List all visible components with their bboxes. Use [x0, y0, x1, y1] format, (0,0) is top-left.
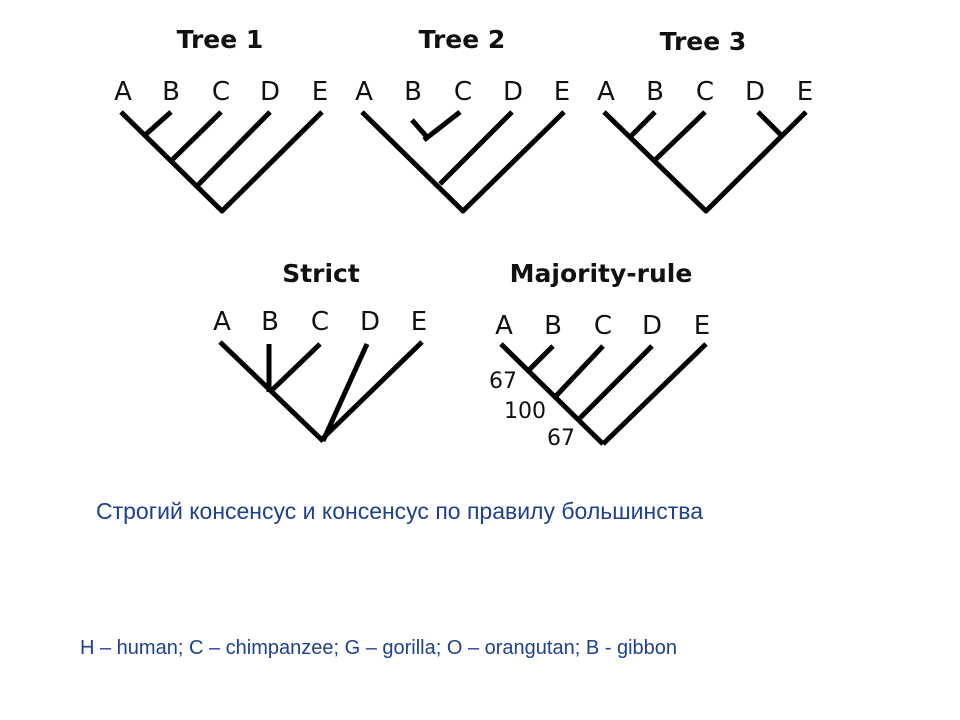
tree-3: Tree 3 A B C D E [597, 27, 813, 214]
tree-1-title: Tree 1 [177, 25, 264, 54]
tree-3-branch-d [756, 110, 784, 138]
strict-leaf-d: D [360, 307, 380, 337]
majority-branch-a [499, 342, 605, 446]
tree-2-leaf-a: A [355, 77, 373, 107]
majority-leaf-b: B [544, 311, 562, 341]
support-value-1: 67 [489, 369, 517, 394]
tree-3-leaf-d: D [745, 77, 765, 107]
strict-consensus-tree: Strict A B C D E [213, 259, 427, 443]
majority-leaf-c: C [594, 311, 612, 341]
tree-1-leaf-e: E [312, 77, 328, 107]
figure-caption: Строгий консенсус и консенсус по правилу… [96, 498, 704, 524]
support-value-3: 67 [547, 426, 575, 451]
tree-3-branch-c [653, 110, 707, 162]
strict-branch-c [268, 342, 322, 394]
majority-leaf-e: E [694, 311, 710, 341]
tree-2-branch-d [438, 110, 514, 186]
majority-leaf-d: D [642, 311, 662, 341]
tree-2-leaf-c: C [454, 77, 472, 107]
tree-1-leaf-d: D [260, 77, 280, 107]
tree-3-branch-b [629, 110, 657, 138]
majority-leaf-a: A [495, 311, 513, 341]
tree-3-leaf-c: C [696, 77, 714, 107]
tree-3-branch-e [703, 110, 808, 214]
tree-2-branch-a [360, 110, 466, 214]
species-legend: H – human; C – chimpanzee; G – gorilla; … [80, 637, 678, 659]
tree-3-title: Tree 3 [660, 27, 747, 56]
tree-1-branch-d [195, 110, 272, 188]
majority-branch-b [527, 344, 555, 372]
tree-2: Tree 2 A B C D E [355, 25, 570, 214]
strict-leaf-b: B [261, 307, 279, 337]
majority-rule-title: Majority-rule [510, 259, 693, 288]
tree-2-leaf-b: B [404, 77, 422, 107]
strict-leaf-a: A [213, 307, 231, 337]
tree-1: Tree 1 A B C D E [114, 25, 328, 214]
strict-leaf-e: E [411, 307, 427, 337]
majority-branch-d [578, 344, 654, 420]
tree-3-leaf-a: A [597, 77, 615, 107]
strict-branch-d [320, 342, 370, 443]
tree-1-leaf-b: B [162, 77, 180, 107]
tree-3-leaf-e: E [797, 77, 813, 107]
strict-leaf-c: C [311, 307, 329, 337]
tree-3-leaf-b: B [646, 77, 664, 107]
tree-2-leaf-e: E [554, 77, 570, 107]
tree-2-leaf-d: D [503, 77, 523, 107]
tree-3-branch-a [602, 110, 709, 214]
majority-branch-c [554, 344, 605, 398]
majority-rule-tree: Majority-rule A B C D E 67 100 67 [489, 259, 710, 451]
tree-1-branch-b [142, 110, 173, 138]
strict-branch-e [318, 340, 424, 443]
tree-2-branch-e [460, 110, 566, 214]
majority-branch-e [601, 342, 708, 446]
tree-1-branch-e [219, 110, 324, 214]
tree-2-branch-c [422, 110, 462, 142]
strict-title: Strict [282, 259, 360, 288]
tree-2-branch-b [410, 118, 428, 138]
tree-2-title: Tree 2 [419, 25, 506, 54]
tree-1-leaf-c: C [212, 77, 230, 107]
tree-1-branch-c [168, 110, 223, 164]
support-value-2: 100 [504, 399, 546, 424]
tree-1-leaf-a: A [114, 77, 132, 107]
